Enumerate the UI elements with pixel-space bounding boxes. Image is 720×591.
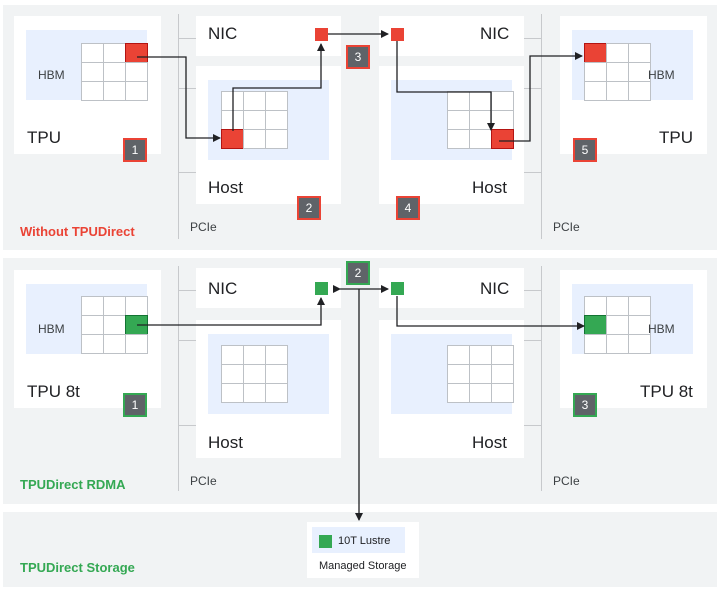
path-host-to-tpu: [499, 52, 583, 142]
pcie-tick: [524, 172, 542, 173]
section-title-tpudirect-storage: TPUDirect Storage: [20, 560, 135, 575]
tpu-label: TPU: [659, 128, 693, 147]
host-label: Host: [472, 178, 507, 197]
pcie-bus-left: [178, 14, 179, 239]
section-title-without-tpudirect: Without TPUDirect: [20, 224, 135, 239]
pcie-tick: [178, 38, 196, 39]
pcie-label: PCIe: [190, 474, 217, 488]
step-badge: 3: [346, 45, 370, 69]
pcie-tick: [524, 425, 542, 426]
data-block: [491, 129, 514, 149]
pcie-tick: [524, 38, 542, 39]
nic-label: NIC: [208, 279, 238, 298]
pcie-tick: [524, 340, 542, 341]
host-memory-grid: [221, 345, 288, 403]
pcie-label: PCIe: [553, 474, 580, 488]
storage-name: 10T Lustre: [338, 535, 391, 547]
host-label: Host: [208, 433, 243, 452]
step-badge: 3: [573, 393, 597, 417]
host-label: Host: [472, 433, 507, 452]
hbm-label: HBM: [648, 68, 675, 82]
pcie-tick: [178, 290, 196, 291]
tpu-label: TPU 8t: [640, 382, 693, 401]
step-badge: 2: [346, 261, 370, 285]
host-memory-grid: [447, 345, 514, 403]
path-rdma-nic-to-tpu: [396, 296, 585, 330]
path-rdma-tpu-to-nic: [137, 297, 325, 326]
pcie-tick: [178, 88, 196, 89]
hbm-memory-grid: [584, 296, 651, 354]
pcie-tick: [524, 290, 542, 291]
tpu-label: TPU: [27, 128, 61, 147]
host-label: Host: [208, 178, 243, 197]
path-host-to-nic: [232, 43, 325, 131]
step-badge: 4: [396, 196, 420, 220]
hbm-memory-grid: [81, 43, 148, 101]
hbm-label: HBM: [38, 322, 65, 336]
path-nic-to-host: [396, 41, 495, 131]
hbm-label: HBM: [648, 322, 675, 336]
pcie-bus-right: [541, 14, 542, 239]
pcie-bus-left: [178, 266, 179, 491]
step-badge: 2: [297, 196, 321, 220]
storage-data-block: [319, 535, 332, 548]
nic-label: NIC: [480, 24, 510, 43]
hbm-memory-grid: [584, 43, 651, 101]
pcie-tick: [178, 172, 196, 173]
nic-label: NIC: [208, 24, 238, 43]
pcie-tick: [524, 88, 542, 89]
tpu-label: TPU 8t: [27, 382, 80, 401]
step-badge: 1: [123, 393, 147, 417]
pcie-label: PCIe: [190, 220, 217, 234]
nic-data-block: [391, 28, 404, 41]
nic-data-block: [391, 282, 404, 295]
pcie-tick: [178, 425, 196, 426]
section-title-tpudirect-rdma: TPUDirect RDMA: [20, 477, 126, 492]
pcie-label: PCIe: [553, 220, 580, 234]
nic-data-block: [315, 282, 328, 295]
pcie-bus-right: [541, 266, 542, 491]
path-tpu-to-host: [137, 56, 221, 142]
step-badge: 1: [123, 138, 147, 162]
nic-label: NIC: [480, 279, 510, 298]
pcie-tick: [178, 340, 196, 341]
storage-caption: Managed Storage: [319, 560, 407, 572]
step-badge: 5: [573, 138, 597, 162]
nic-data-block: [315, 28, 328, 41]
hbm-label: HBM: [38, 68, 65, 82]
